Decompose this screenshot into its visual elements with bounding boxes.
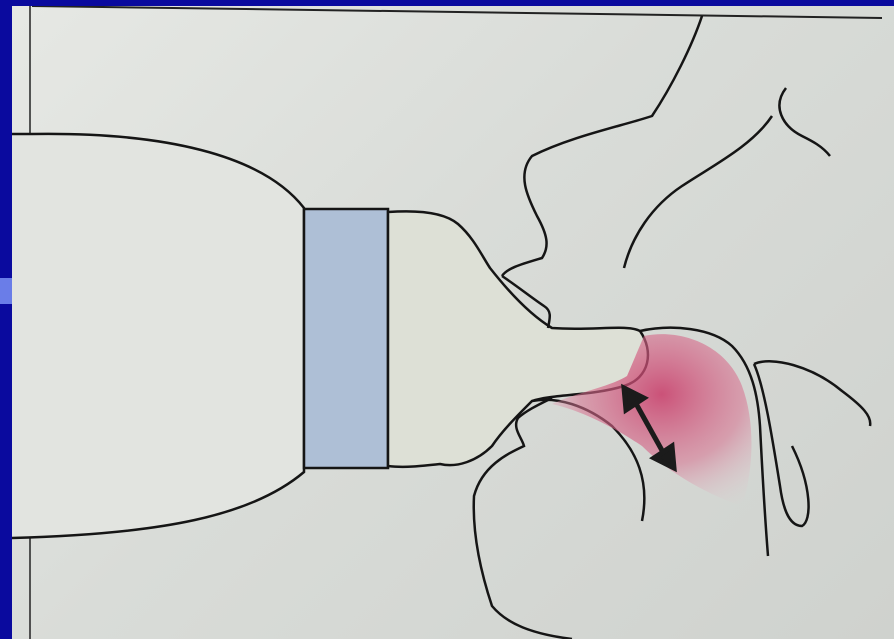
bottle-ring [304, 209, 388, 468]
cheek-contour [779, 88, 830, 156]
figure-photo [12, 6, 894, 639]
baby-bottle-icon [12, 134, 648, 538]
feeding-diagram [12, 6, 894, 639]
bottle-body [12, 134, 304, 538]
bottle-nipple [388, 211, 648, 467]
eye-brow-contour [624, 116, 772, 268]
palate-loop [754, 361, 870, 526]
figure-border [32, 6, 882, 18]
face-profile-upper [502, 16, 702, 276]
